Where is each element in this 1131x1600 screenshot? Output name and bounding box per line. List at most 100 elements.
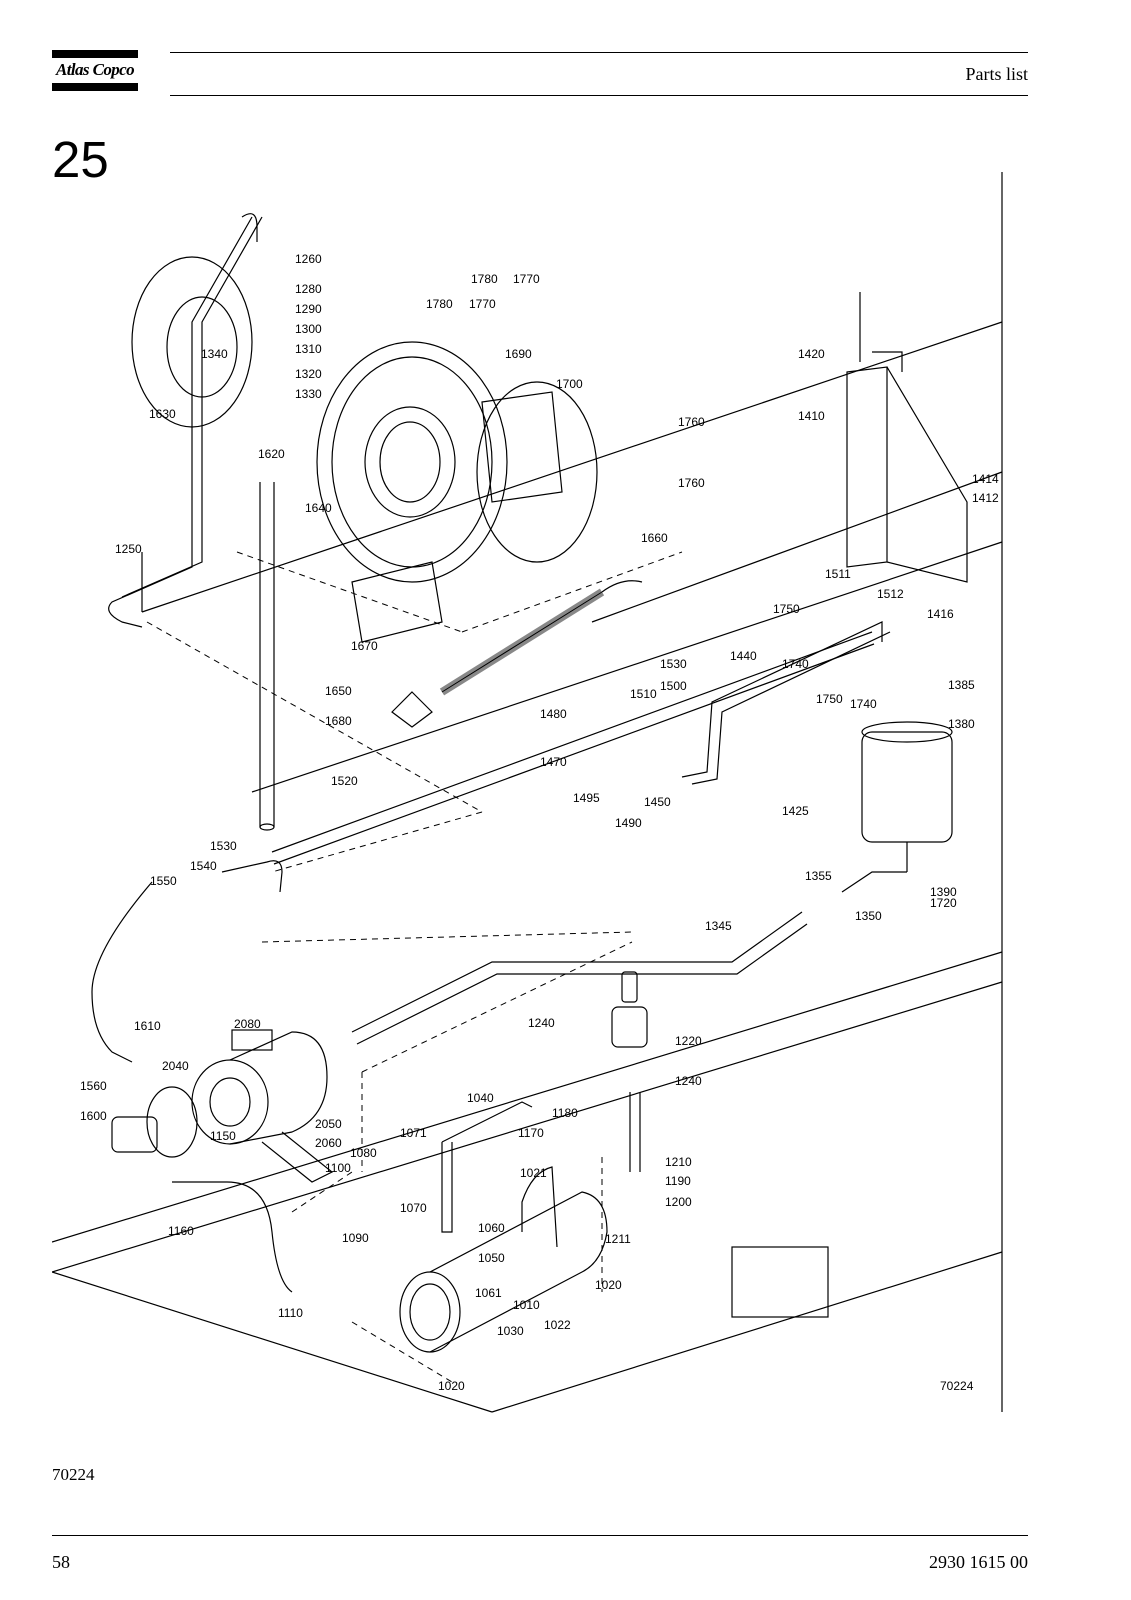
callout-label: 1500	[660, 679, 687, 693]
callout-label: 1220	[675, 1034, 702, 1048]
callout-label: 1630	[149, 407, 176, 421]
callout-label: 1070	[400, 1201, 427, 1215]
callout-label: 1260	[295, 252, 322, 266]
callout-label: 1770	[469, 297, 496, 311]
callout-label: 1200	[665, 1195, 692, 1209]
page-header-title: Parts list	[965, 64, 1028, 84]
callout-label: 1620	[258, 447, 285, 461]
parts-drawing-svg: 1260 1280 1290 1300 1310 1320 1330 1340 …	[52, 172, 1003, 1413]
callout-label: 1190	[665, 1174, 691, 1188]
callout-label: 1060	[478, 1221, 505, 1235]
callout-label: 1071	[400, 1126, 427, 1140]
callout-label: 1670	[351, 639, 378, 653]
callout-label: 1340	[201, 347, 228, 361]
header-rule-bottom	[170, 95, 1028, 96]
footer-rule	[52, 1535, 1028, 1536]
callout-labels: 1260 1280 1290 1300 1310 1320 1330 1340 …	[80, 252, 999, 1393]
callout-label: 1020	[438, 1379, 465, 1393]
callout-label: 1090	[342, 1231, 369, 1245]
callout-label: 1240	[675, 1074, 702, 1088]
callout-label: 2080	[234, 1017, 261, 1031]
callout-label: 1690	[505, 347, 532, 361]
callout-label: 1240	[528, 1016, 555, 1030]
callout-label: 1700	[556, 377, 583, 391]
callout-label: 1110	[278, 1306, 303, 1320]
callout-label: 1560	[80, 1079, 107, 1093]
callout-label: 1414	[972, 472, 999, 486]
callout-label: 1511	[825, 567, 851, 581]
logo-bar-bottom	[52, 83, 138, 91]
callout-label: 1640	[305, 501, 332, 515]
callout-label: 1020	[595, 1278, 622, 1292]
callout-label: 1022	[544, 1318, 571, 1332]
callout-label: 1610	[134, 1019, 161, 1033]
callout-label: 1160	[168, 1224, 194, 1238]
callout-label: 1310	[295, 342, 322, 356]
callout-label: 1170	[518, 1126, 544, 1140]
callout-label: 1416	[927, 607, 954, 621]
callout-label: 1530	[660, 657, 687, 671]
logo-bar-top	[52, 50, 138, 58]
callout-label: 2040	[162, 1059, 189, 1073]
callout-label: 1330	[295, 387, 322, 401]
callout-label: 1290	[295, 302, 322, 316]
callout-label: 1040	[467, 1091, 494, 1105]
callout-label: 1050	[478, 1251, 505, 1265]
callout-label: 1210	[665, 1155, 692, 1169]
exploded-parts-drawing: 1260 1280 1290 1300 1310 1320 1330 1340 …	[52, 172, 1028, 1452]
callout-label: 1030	[497, 1324, 524, 1338]
logo-wordmark: Atlas Copco	[56, 60, 135, 79]
callout-label: 1780	[426, 297, 453, 311]
callout-label: 1540	[190, 859, 217, 873]
callout-label: 1350	[855, 909, 882, 923]
callout-label: 1380	[948, 717, 975, 731]
callout-label: 1280	[295, 282, 322, 296]
callout-label: 1720	[930, 896, 957, 910]
callout-label: 1470	[540, 755, 567, 769]
callout-label: 1530	[210, 839, 237, 853]
callout-label: 2060	[315, 1136, 342, 1150]
callout-label: 1770	[513, 272, 540, 286]
callout-label: 1740	[782, 657, 809, 671]
callout-label: 1780	[471, 272, 498, 286]
callout-label: 1061	[475, 1286, 502, 1300]
callout-label: 1600	[80, 1109, 107, 1123]
callout-label: 1420	[798, 347, 825, 361]
callout-label: 1450	[644, 795, 671, 809]
callout-label: 1345	[705, 919, 732, 933]
callout-label: 1355	[805, 869, 832, 883]
callout-label: 1490	[615, 816, 642, 830]
callout-label: 1180	[552, 1106, 578, 1120]
header-rule-top	[170, 52, 1028, 53]
callout-label: 1550	[150, 874, 177, 888]
callout-label: 1250	[115, 542, 142, 556]
callout-label: 2050	[315, 1117, 342, 1131]
callout-label: 1211	[605, 1232, 631, 1246]
page-number: 58	[52, 1552, 70, 1572]
callout-label: 1390	[930, 885, 957, 899]
atlas-copco-logo: Atlas Copco	[52, 50, 138, 93]
callout-label: 1660	[641, 531, 668, 545]
callout-label: 1440	[730, 649, 757, 663]
document-number: 2930 1615 00	[929, 1552, 1028, 1572]
callout-label: 1320	[295, 367, 322, 381]
callout-label: 1425	[782, 804, 809, 818]
callout-label: 1100	[325, 1161, 351, 1175]
callout-label: 1760	[678, 476, 705, 490]
callout-label: 1080	[350, 1146, 377, 1160]
section-number: 25	[52, 131, 109, 188]
callout-label: 1680	[325, 714, 352, 728]
callout-label: 1750	[816, 692, 843, 706]
callout-label: 1410	[798, 409, 825, 423]
callout-label: 1740	[850, 697, 877, 711]
callout-label: 1150	[210, 1129, 236, 1143]
callout-label: 1021	[520, 1166, 547, 1180]
callout-label: 1300	[295, 322, 322, 336]
drawing-number-label: 70224	[940, 1379, 974, 1393]
callout-label: 1520	[331, 774, 358, 788]
callout-label: 1512	[877, 587, 904, 601]
callout-label: 1010	[513, 1298, 540, 1312]
callout-label: 1412	[972, 491, 999, 505]
callout-label: 1385	[948, 678, 975, 692]
callout-label: 1750	[773, 602, 800, 616]
